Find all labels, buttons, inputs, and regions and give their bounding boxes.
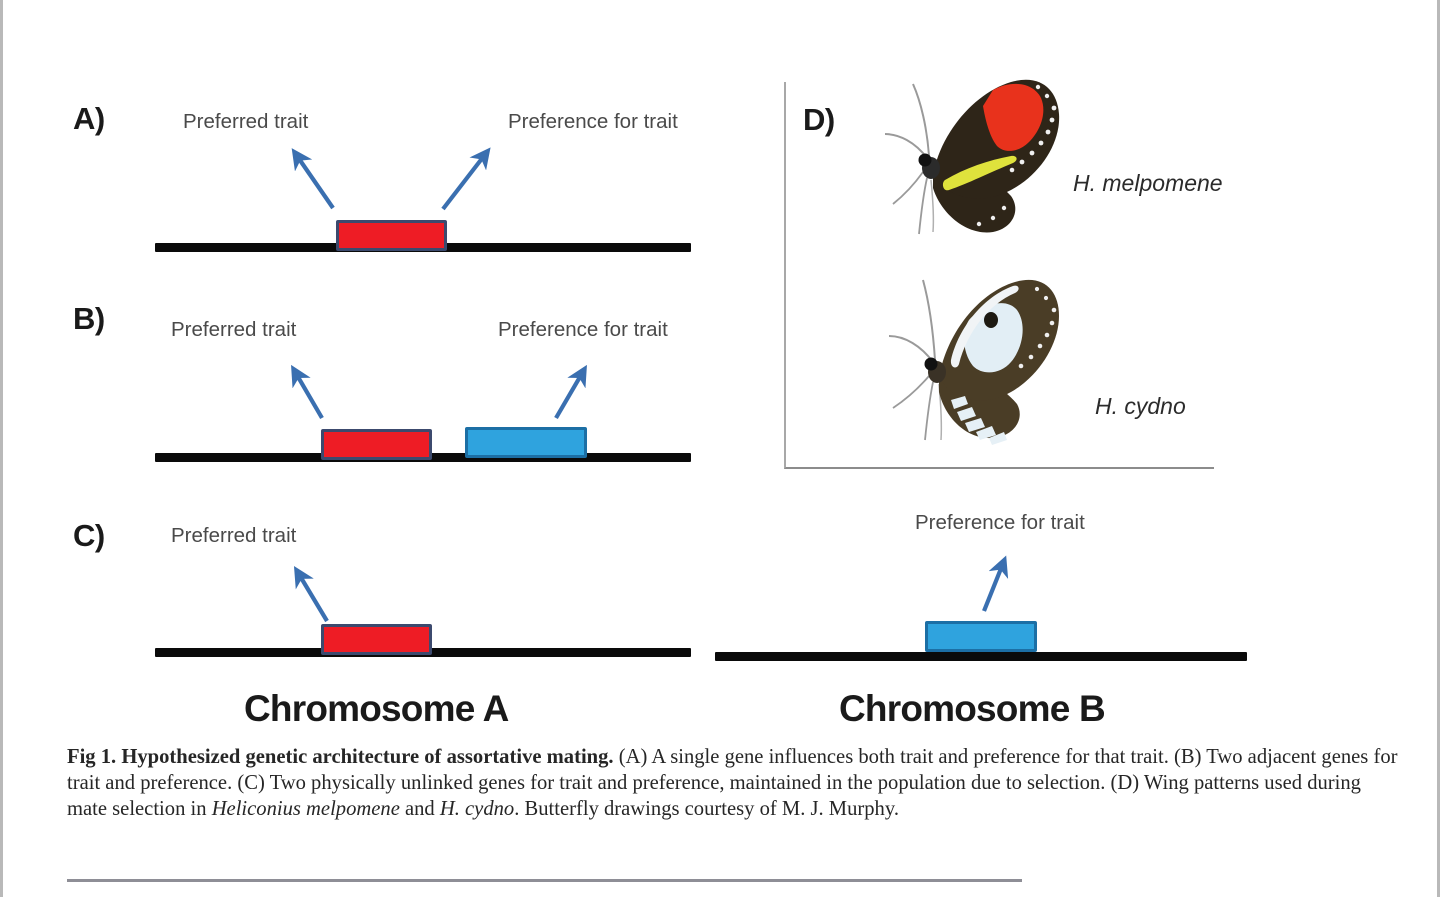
caption-part-a: (A) A single gene influences both trait …	[613, 746, 1169, 768]
panel-c-chromosome-b-line	[715, 652, 1247, 661]
panel-c-preference-gene-box	[925, 621, 1037, 652]
figure-caption: Fig 1. Hypothesized genetic architecture…	[67, 744, 1403, 822]
panel-a-label-preferred-trait: Preferred trait	[183, 110, 309, 133]
panel-b-arrow-right	[554, 364, 587, 420]
caption-species-melpomene: Heliconius melpomene	[211, 798, 400, 820]
panel-b-trait-gene-box	[321, 429, 432, 460]
chromosome-a-title: Chromosome A	[244, 688, 509, 729]
panel-c-letter: C)	[73, 518, 105, 553]
panel-b-letter: B)	[73, 301, 105, 336]
butterfly-h-cydno-icon	[888, 279, 1059, 445]
caption-part-b: (B) Two adjacent genes for trait and pre…	[67, 746, 1398, 794]
panel-c-trait-gene-box	[321, 624, 432, 655]
caption-credit: . Butterfly drawings courtesy of M. J. M…	[514, 798, 899, 820]
caption-species-cydno: H. cydno	[439, 798, 515, 820]
panel-a-label-preference-for-trait: Preference for trait	[508, 110, 678, 133]
panel-c-label-preference-for-trait: Preference for trait	[915, 511, 1085, 534]
caption-conjunction: and	[399, 798, 440, 820]
panel-a-arrow-right	[441, 147, 491, 211]
species-label-h-melpomene: H. melpomene	[1073, 170, 1223, 196]
caption-part-c: (C) Two physically unlinked genes for tr…	[232, 772, 1106, 794]
panel-d-letter: D)	[803, 102, 835, 137]
panel-c-arrow-left	[293, 565, 329, 623]
panel-b-preference-gene-box	[465, 427, 587, 458]
panel-d-frame	[784, 82, 1214, 469]
caption-title: Fig 1. Hypothesized genetic architecture…	[67, 746, 614, 768]
species-label-h-cydno: H. cydno	[1095, 393, 1186, 419]
chromosome-b-title: Chromosome B	[839, 688, 1106, 729]
panel-a-trait-gene-box	[336, 220, 447, 251]
panel-a-arrow-left	[291, 148, 335, 210]
panel-c-arrow-right	[982, 555, 1009, 612]
panel-a-letter: A)	[73, 101, 105, 136]
panel-b-label-preference-for-trait: Preference for trait	[498, 318, 668, 341]
panel-b-label-preferred-trait: Preferred trait	[171, 318, 297, 341]
panel-b-arrow-left	[291, 364, 324, 420]
caption-part-d: (D) Wing patterns used during mate selec…	[67, 772, 1361, 820]
panel-c-label-preferred-trait: Preferred trait	[171, 524, 297, 547]
butterfly-h-melpomene-icon	[884, 79, 1060, 235]
bottom-divider	[67, 879, 1022, 882]
